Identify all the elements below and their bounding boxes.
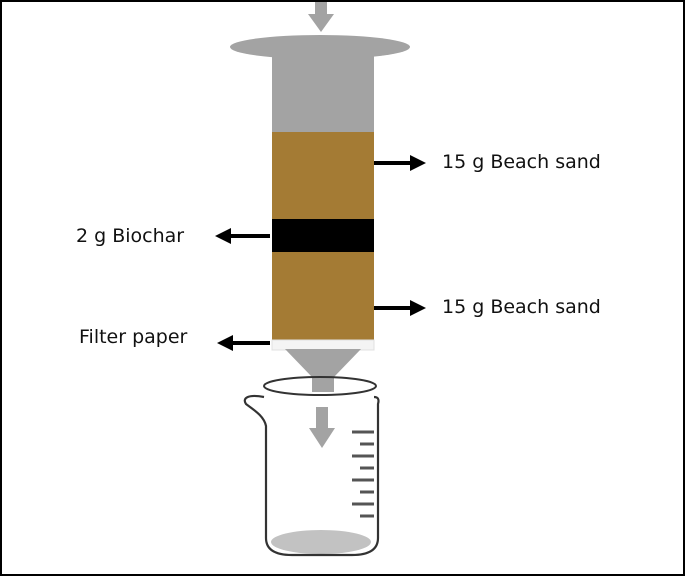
- arrow-biochar: [215, 228, 270, 244]
- filter-paper-layer: [271, 339, 375, 351]
- biochar-layer: [272, 219, 374, 253]
- label-biochar: 2 g Biochar: [76, 225, 185, 247]
- arrow-top-sand: [374, 155, 426, 171]
- label-top-beach-sand: 15 g Beach sand: [442, 151, 601, 173]
- inflow-arrow: [308, 2, 334, 32]
- beach-sand-layer-top: [272, 132, 374, 220]
- arrow-bottom-sand: [374, 300, 426, 316]
- outflow-arrow: [309, 407, 335, 448]
- beaker-liquid: [271, 530, 371, 554]
- syringe-barrel-top: [272, 47, 374, 133]
- label-filter-paper: Filter paper: [79, 326, 188, 348]
- beaker-graduations: [352, 430, 374, 518]
- arrow-filter-paper: [217, 335, 270, 351]
- syringe-nozzle: [285, 349, 361, 392]
- label-bottom-beach-sand: 15 g Beach sand: [442, 296, 601, 318]
- beach-sand-layer-bottom: [272, 252, 374, 340]
- beaker: [243, 376, 380, 557]
